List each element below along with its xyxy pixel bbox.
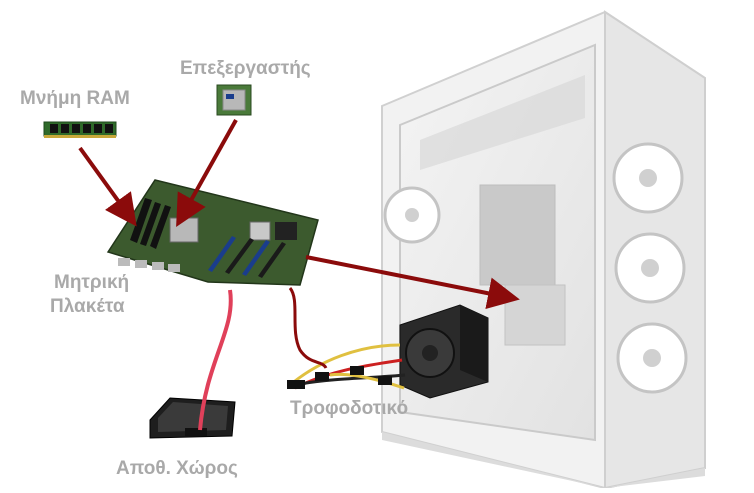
cpu-label: Επεξεργαστής (180, 58, 311, 79)
motherboard-label-line2: Πλακέτα (50, 296, 125, 317)
front-fan-icon (614, 232, 686, 304)
ram-arrow (78, 146, 137, 227)
ram-module-icon (43, 121, 117, 138)
front-fan-icon (612, 142, 684, 214)
ram-label: Μνήμη RAM (20, 88, 130, 109)
storage-label: Αποθ. Χώρος (116, 458, 238, 479)
psu-cable-bundle (287, 343, 406, 390)
motherboard-icon (106, 179, 319, 286)
cpu-arrow (176, 119, 238, 227)
front-fan-icon (616, 322, 688, 394)
sata-cable (198, 289, 233, 431)
rear-fan-icon (383, 186, 441, 244)
ssd-drive-icon (149, 397, 236, 439)
pc-case-icon (381, 10, 706, 490)
power-supply-icon (399, 304, 489, 399)
motherboard-label-line1: Μητρική (54, 272, 130, 293)
power-cable (288, 287, 328, 369)
motherboard-to-case-arrow (305, 255, 520, 310)
cpu-chip-icon (216, 84, 252, 116)
psu-label: Τροφοδοτικό (290, 398, 409, 419)
